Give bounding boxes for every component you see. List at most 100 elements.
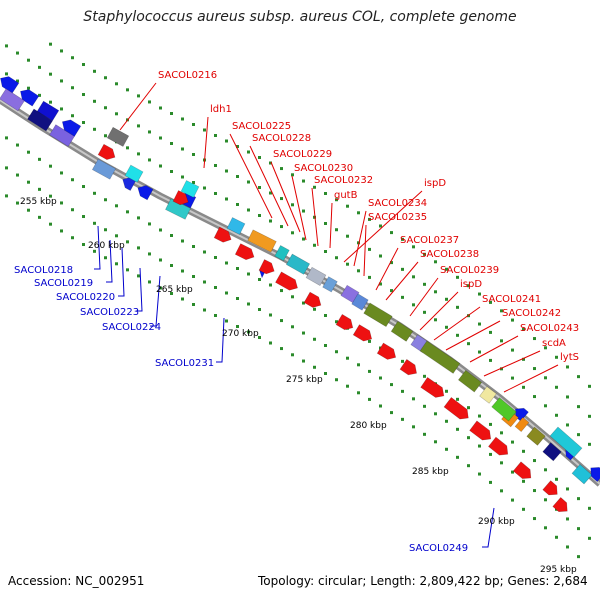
reverse-feature-shape (590, 467, 600, 483)
forward-label-leader (469, 335, 519, 363)
tick-dot (423, 252, 426, 256)
tick-dot (401, 295, 404, 299)
reverse-feature-shape (137, 185, 154, 201)
reverse-gene-label: SACOL0218 (14, 265, 73, 276)
forward-gene-label: scdA (542, 338, 566, 349)
reverse-feature-shape (27, 108, 53, 132)
tick-dot (104, 228, 107, 232)
tick-dot (225, 139, 228, 143)
forward-label-leader (353, 210, 367, 267)
tick-dot (214, 256, 217, 259)
tick-dot (445, 389, 448, 393)
tick-dot (5, 44, 8, 48)
tick-dot (346, 204, 349, 208)
tick-dot (82, 121, 85, 125)
tick-dot (71, 56, 74, 60)
mid-feature-shape (106, 126, 130, 147)
forward-gene-label: SACOL0237 (400, 235, 459, 246)
forward-label-leader (203, 116, 209, 169)
tick-dot (511, 498, 514, 502)
tick-dot (104, 256, 107, 260)
tick-dot (324, 344, 327, 347)
tick-dot (258, 278, 261, 281)
forward-cds-arrow (469, 420, 492, 441)
tick-dot (82, 215, 85, 219)
forward-gene-label: SACOL0235 (368, 212, 427, 223)
forward-gene-label: SACOL0241 (482, 294, 541, 305)
tick-dot (236, 325, 239, 328)
tick-dot (368, 369, 371, 373)
reverse-feature-shape (124, 164, 144, 183)
mid-feature-shape (322, 276, 338, 293)
tick-dot (27, 86, 30, 90)
tick-dot (434, 440, 437, 444)
tick-dot (49, 222, 52, 226)
tick-dot (93, 249, 96, 253)
forward-gene-label: SACOL0216 (158, 70, 217, 81)
tick-dot (27, 208, 30, 212)
tick-dot (489, 452, 492, 456)
forward-cds-arrow-shape (542, 480, 558, 496)
tick-dot (544, 376, 547, 380)
tick-dot (566, 517, 569, 521)
tick-dot (456, 275, 459, 279)
reverse-feature (542, 442, 562, 462)
forward-label-leader (311, 187, 319, 247)
tick-dot (478, 292, 481, 296)
tick-dot (291, 295, 294, 299)
tick-dot (104, 198, 107, 202)
mid-feature (363, 302, 393, 328)
forward-cds-arrow-shape (376, 342, 397, 360)
tick-dot (170, 170, 173, 173)
mid-feature (549, 426, 583, 458)
reverse-gene-label: SACOL0249 (409, 543, 468, 554)
tick-dot (181, 297, 184, 301)
tick-dot (258, 336, 261, 339)
tick-dot (126, 268, 129, 272)
mid-feature-shape (285, 253, 311, 275)
tick-dot (93, 99, 96, 103)
genome-title: Staphylococcus aureus subsp. aureus COL,… (83, 9, 517, 25)
tick-dot (544, 468, 547, 472)
forward-label-leader (270, 161, 301, 233)
reverse-feature-shape (61, 119, 82, 137)
forward-cds-arrow-shape (213, 226, 232, 243)
tick-dot (588, 414, 591, 418)
tick-dot (434, 290, 437, 294)
mid-feature-shape (363, 302, 393, 328)
tick-dot (456, 427, 459, 431)
tick-dot (137, 274, 140, 278)
tick-dot (346, 234, 349, 238)
tick-dot (489, 358, 492, 362)
tick-dot (434, 318, 437, 322)
tick-dot (346, 356, 349, 360)
tick-dot (544, 526, 547, 530)
forward-cds-arrow (97, 143, 116, 160)
tick-dot (181, 269, 184, 273)
tick-dot (60, 49, 63, 53)
tick-dot (60, 171, 63, 175)
tick-dot (511, 470, 514, 474)
reverse-label-leader (216, 317, 225, 363)
forward-gene-label: ispD (460, 279, 482, 290)
tick-dot (456, 333, 459, 337)
tick-dot (60, 107, 63, 111)
tick-dot (225, 197, 228, 201)
tick-dot (478, 322, 481, 326)
scale-label: 275 kbp (286, 375, 323, 385)
tick-dot (214, 286, 217, 289)
tick-dot (291, 231, 294, 235)
scale-label: 280 kbp (350, 421, 387, 431)
forward-gene-label: SACOL0229 (273, 149, 332, 160)
tick-dot (115, 112, 118, 116)
tick-dot (335, 256, 338, 260)
tick-dot (93, 69, 96, 73)
tick-dot (577, 375, 580, 379)
forward-gene-label: lytS (560, 352, 579, 363)
tick-dot (159, 106, 162, 110)
tick-dot (423, 404, 426, 408)
tick-dot (423, 310, 426, 314)
tick-dot (489, 422, 492, 426)
forward-cds-arrow (352, 324, 373, 342)
